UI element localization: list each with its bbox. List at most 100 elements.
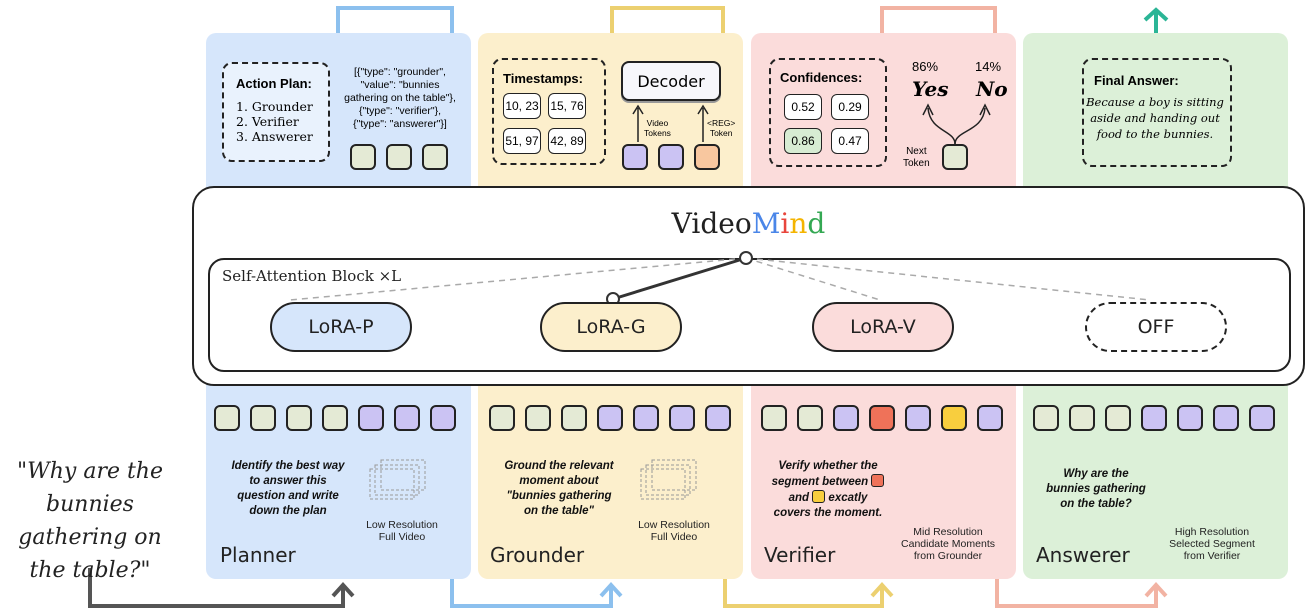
- lora-off[interactable]: OFF: [1085, 302, 1227, 352]
- bottom-arrow-blue: [450, 579, 623, 608]
- res-line: Full Video: [650, 531, 698, 543]
- input-token: [833, 405, 859, 431]
- decoder-arrows: [632, 104, 709, 142]
- top-arrow-verifier: [880, 6, 997, 33]
- input-token: [977, 405, 1003, 431]
- input-token: [941, 405, 967, 431]
- input-token: [561, 405, 587, 431]
- bottom-arrow-yellow: [723, 579, 894, 608]
- video-token: [622, 144, 648, 170]
- task-fragment: excatly: [828, 492, 868, 504]
- yes-percent: 86%: [912, 59, 939, 74]
- timestamp-value: 42, 89: [548, 128, 586, 154]
- planner-resolution: Low Resolution Full Video: [352, 519, 452, 543]
- input-token: [250, 405, 276, 431]
- next-token-line: Token: [903, 158, 930, 169]
- output-token: [350, 144, 376, 170]
- input-token: [489, 405, 515, 431]
- json-line: [{"type": "grounder",: [354, 66, 446, 78]
- answerer-role: Answerer: [1036, 543, 1130, 567]
- action-plan-box: [222, 62, 330, 162]
- res-line: Selected Segment: [1169, 538, 1255, 550]
- video-tokens-line: Tokens: [644, 128, 671, 138]
- res-line: Candidate Moments: [901, 538, 995, 550]
- grounder-resolution: Low Resolution Full Video: [624, 519, 724, 543]
- confidences-box: [769, 58, 887, 167]
- task-line: on the table?: [1060, 498, 1132, 510]
- res-line: High Resolution: [1174, 526, 1250, 538]
- res-line: from Verifier: [1183, 550, 1241, 562]
- yes-label: Yes: [912, 77, 949, 101]
- lora-p[interactable]: LoRA-P: [270, 302, 412, 352]
- planner-role: Planner: [220, 543, 296, 567]
- red-token-swatch: [871, 474, 885, 487]
- output-token: [422, 144, 448, 170]
- task-line: Why are the: [1063, 468, 1129, 480]
- video-tokens-label: Video Tokens: [644, 118, 671, 138]
- final-answer-text: Because a boy is sitting aside and handi…: [1086, 94, 1224, 142]
- final-answer-line: aside and handing out: [1090, 111, 1220, 125]
- video-token: [658, 144, 684, 170]
- final-answer-box: [1082, 58, 1232, 167]
- input-token: [597, 405, 623, 431]
- no-label: No: [976, 77, 1008, 101]
- input-token: [1249, 405, 1275, 431]
- input-token: [797, 405, 823, 431]
- input-token: [669, 405, 695, 431]
- input-token: [322, 405, 348, 431]
- input-token: [1177, 405, 1203, 431]
- top-arrow-planner: [336, 6, 454, 33]
- confidence-value: 0.47: [831, 128, 869, 154]
- action-plan-title: Action Plan:: [236, 76, 312, 91]
- task-fragment: segment between: [771, 476, 869, 488]
- json-line: {"type": "verifier"},: [358, 105, 442, 117]
- input-arrow: [88, 568, 355, 608]
- action-plan-list: 1. Grounder 2. Verifier 3. Answerer: [236, 99, 313, 144]
- input-token: [394, 405, 420, 431]
- title-letter: i: [780, 207, 790, 240]
- output-token: [386, 144, 412, 170]
- yellow-token-swatch: [812, 490, 826, 503]
- res-line: Mid Resolution: [913, 526, 983, 538]
- task-line: covers the moment.: [773, 507, 883, 519]
- title-prefix: Video: [671, 207, 752, 240]
- plan-json: [{"type": "grounder", "value": "bunnies …: [336, 66, 464, 131]
- videomind-model-box: [192, 186, 1305, 386]
- reg-token-label: <REG> Token: [707, 118, 735, 138]
- next-token: [942, 144, 968, 170]
- reg-token-line: Token: [709, 128, 733, 138]
- grounder-task: Ground the relevant moment about "bunnie…: [493, 459, 625, 519]
- input-token: [1213, 405, 1239, 431]
- timestamp-value: 15, 76: [548, 93, 586, 119]
- final-answer-line: Because a boy is sitting: [1086, 95, 1224, 109]
- final-answer-line: food to the bunnies.: [1096, 127, 1214, 141]
- json-line: {"type": "answerer"}]: [353, 118, 447, 130]
- video-cube-icon: [369, 459, 426, 500]
- task-line: to answer this: [249, 475, 327, 487]
- confidence-value: 0.52: [784, 94, 822, 120]
- bottom-arrow-pink: [995, 579, 1168, 608]
- plan-step: 1. Grounder: [236, 99, 313, 114]
- task-line: "bunnies gathering: [506, 490, 612, 502]
- lora-g[interactable]: LoRA-G: [540, 302, 682, 352]
- answerer-task: Why are the bunnies gathering on the tab…: [1040, 467, 1152, 512]
- top-arrow-grounder: [610, 6, 725, 33]
- res-line: Full Video: [378, 531, 426, 543]
- confidence-value: 0.29: [831, 94, 869, 120]
- verifier-resolution: Mid Resolution Candidate Moments from Gr…: [890, 526, 1006, 562]
- title-letter: M: [751, 207, 781, 240]
- input-token: [214, 405, 240, 431]
- task-line: Verify whether the: [778, 460, 878, 472]
- plan-step: 3. Answerer: [236, 129, 313, 144]
- task-fragment: and: [788, 492, 810, 504]
- reg-token: [694, 144, 720, 170]
- task-line: bunnies gathering: [1046, 483, 1146, 495]
- confidences-title: Confidences:: [780, 70, 863, 85]
- lora-v[interactable]: LoRA-V: [812, 302, 954, 352]
- input-token: [905, 405, 931, 431]
- task-line: question and write: [237, 490, 339, 502]
- planner-task: Identify the best way to answer this que…: [218, 459, 358, 519]
- input-token: [358, 405, 384, 431]
- plan-step: 2. Verifier: [236, 114, 299, 129]
